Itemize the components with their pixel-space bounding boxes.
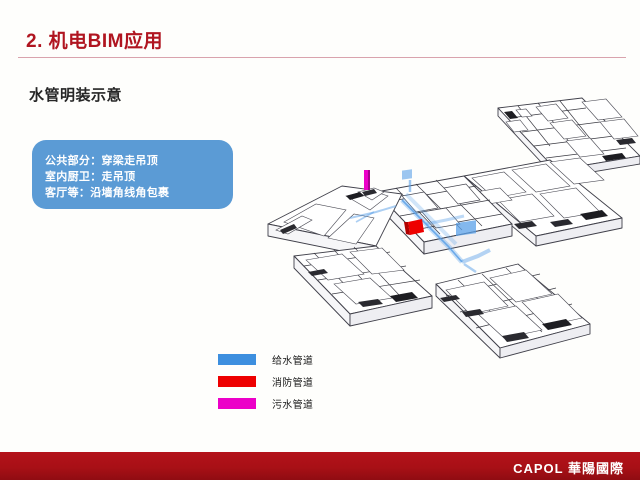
wing-east-rooms	[471, 157, 605, 223]
pipe-supply-water	[349, 180, 491, 274]
info-callout-box: 公共部分：穿梁走吊顶 室内厨卫：走吊顶 客厅等：沿墙角线角包裹	[32, 140, 233, 209]
legend-swatch-supply	[218, 354, 256, 365]
wing-southeast-rooms	[445, 269, 583, 339]
legend-label-sewage: 污水管道	[272, 400, 314, 411]
callout-line-living-room: 客厅等：沿墙角线角包裹	[45, 187, 170, 199]
wing-northwest-shading	[280, 189, 377, 234]
pipe-fire-protection	[404, 219, 424, 235]
bim-model-svg	[267, 97, 640, 359]
legend-row-supply: 给水管道	[218, 352, 348, 370]
wing-east-shading	[514, 210, 608, 229]
legend-swatch-sewage	[218, 398, 256, 409]
wing-southwest-shading	[308, 269, 418, 307]
legend-swatch-fire	[218, 376, 256, 387]
callout-line-kitchen-bath: 室内厨卫：走吊顶	[45, 171, 136, 183]
legend-label-supply: 给水管道	[272, 356, 314, 367]
core-service-rooms	[401, 183, 481, 229]
callout-line-public: 公共部分：穿梁走吊顶	[45, 155, 158, 167]
page-title: 2. 机电BIM应用	[26, 31, 163, 52]
company-logo: CAPOL 華陽國際	[513, 461, 624, 476]
pipe-legend: 给水管道 消防管道 污水管道	[218, 352, 348, 418]
pipe-sewage	[364, 170, 370, 190]
footer-bar: CAPOL 華陽國際	[0, 452, 640, 480]
wing-northeast-rooms	[504, 98, 639, 158]
wing-northeast-shading	[602, 138, 636, 161]
wing-southwest-rooms	[305, 247, 405, 305]
legend-row-fire: 消防管道	[218, 374, 348, 392]
section-subtitle: 水管明装示意	[29, 87, 123, 104]
title-divider	[18, 57, 626, 58]
bim-3d-model	[250, 96, 640, 361]
wing-southeast-shading	[440, 295, 572, 342]
legend-row-sewage: 污水管道	[218, 396, 348, 414]
legend-label-fire: 消防管道	[272, 378, 314, 389]
pipe-supply-fixture	[402, 169, 476, 237]
